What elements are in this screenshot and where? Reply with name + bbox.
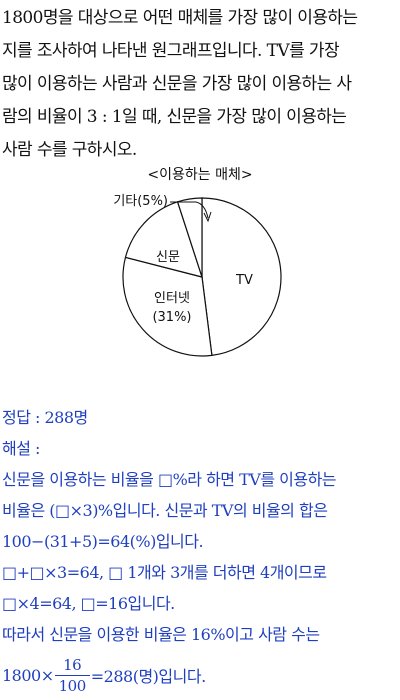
callout-arrow-other (203, 211, 212, 223)
slice-internet (122, 256, 213, 357)
explanation-line-2: 비율은 (□×3)%입니다. 신문과 TV의 비율의 합은 (2, 501, 328, 520)
pie-chart: TV 인터넷 (31%) 신문 기타(5%) (113, 194, 282, 357)
fraction: 16 100 (54, 655, 90, 695)
final-prefix: 1800× (2, 665, 54, 685)
final-suffix: =288(명)입니다. (90, 667, 206, 686)
fraction-bar (54, 674, 90, 676)
slice-percent-internet: (31%) (152, 310, 191, 325)
question-text: 1800명을 대상으로 어떤 매체를 가장 많이 이용하는 지를 조사하여 나타… (2, 2, 398, 167)
slice-label-other: 기타(5%) (113, 194, 168, 209)
final-equation: 1800× 16 100 =288(명)입니다. (2, 650, 398, 700)
slice-label-internet: 인터넷 (154, 291, 190, 306)
pie-slices (122, 197, 282, 357)
explanation-line-1: 신문을 이용하는 비율을 □%라 하면 TV를 이용하는 (2, 470, 337, 489)
explanation-line-5: □×4=64, □=16입니다. (2, 594, 175, 613)
explanation-line-3: 100−(31+5)=64(%)입니다. (2, 532, 204, 551)
explanation-line-6: 따라서 신문을 이용한 비율은 16%이고 사람 수는 (2, 625, 320, 644)
fraction-denominator: 100 (58, 676, 87, 695)
chart-title: <이용하는 매체> (147, 167, 253, 183)
slice-tv (201, 197, 282, 357)
explanation-heading: 해설 : (2, 439, 40, 458)
slice-label-newspaper: 신문 (156, 250, 180, 265)
explanation-line-4: □+□×3=64, □ 1개와 3개를 더하면 4개이므로 (2, 563, 327, 582)
question-line-1: 1800명을 대상으로 어떤 매체를 가장 많이 이용하는 (2, 8, 358, 28)
question-line-3: 많이 이용하는 사람과 신문을 가장 많이 이용하는 사 (2, 74, 352, 94)
question-line-4: 람의 비율이 3 : 1일 때, 신문을 가장 많이 이용하는 (2, 107, 347, 127)
callout-line-other (170, 201, 209, 219)
slice-label-tv: TV (235, 273, 253, 288)
answer-result: 정답 : 288명 (2, 408, 88, 427)
fraction-numerator: 16 (63, 655, 82, 674)
slice-newspaper (124, 201, 203, 278)
answer-section: 정답 : 288명 해설 : 신문을 이용하는 비율을 □%라 하면 TV를 이… (2, 402, 398, 700)
question-line-2: 지를 조사하여 나타낸 원그래프입니다. TV를 가장 (2, 41, 340, 61)
question-line-5: 사람 수를 구하시오. (2, 140, 137, 160)
